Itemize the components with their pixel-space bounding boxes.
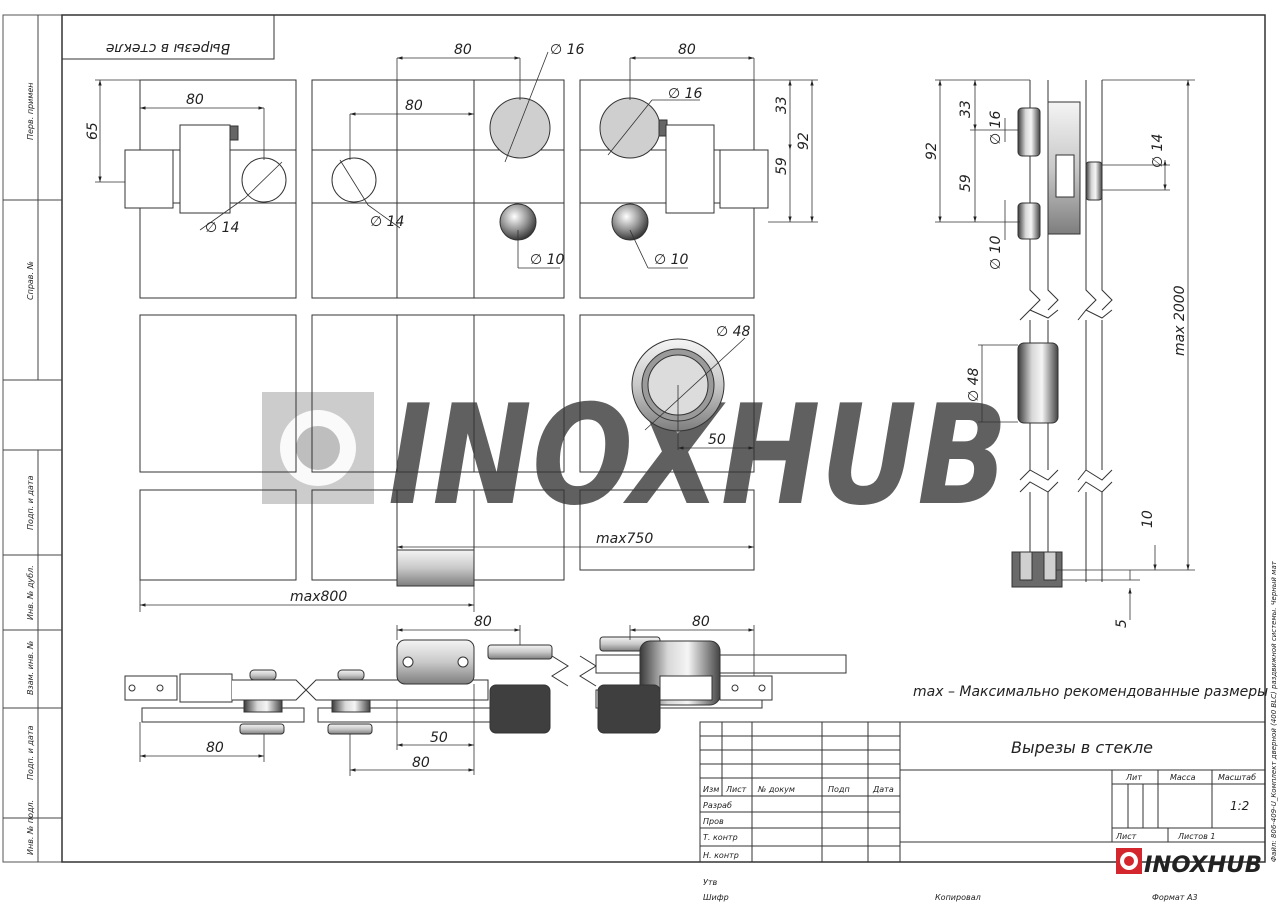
dim-max800: max800	[290, 589, 347, 605]
file-caption: Файл: 806-409-U_Комплект дверной (400 BL…	[1270, 560, 1278, 862]
dim-d10-b: ∅ 10	[654, 252, 689, 268]
dim-50-plan: 50	[430, 730, 448, 746]
dim-80-plan-d: 80	[412, 755, 430, 771]
dim-80-b: 80	[405, 98, 423, 114]
dim-92-side: 92	[924, 142, 940, 160]
dim-50-a: 50	[708, 432, 726, 448]
tb-lit-label: Лит	[1125, 773, 1142, 782]
title-block	[699, 721, 1266, 863]
tb-role-approve: Утв	[703, 878, 718, 887]
tb-role-check: Пров	[703, 817, 724, 826]
inoxhub-logo: INOXHUB	[1116, 848, 1262, 878]
tb-col-sign: Подп	[828, 785, 850, 794]
side-label-5: Взам. инв. №	[26, 641, 35, 695]
side-label-6: Подп. и дата	[26, 725, 35, 780]
tb-title: Вырезы в стекле	[1011, 738, 1153, 757]
dim-80-a: 80	[186, 92, 204, 108]
tb-role-tcontrol: Т. контр	[703, 833, 738, 842]
dim-d16-a: ∅ 16	[550, 42, 585, 58]
footer-format: Формат А3	[1152, 893, 1198, 902]
dim-d14-side: ∅ 14	[1150, 134, 1166, 168]
tb-mass-label: Масса	[1170, 773, 1196, 782]
dim-80-d: 80	[678, 42, 696, 58]
side-label-4: Инв. № дубл.	[26, 565, 35, 620]
dim-10-side: 10	[1140, 510, 1156, 528]
tb-col-izm: Изм	[703, 785, 719, 794]
dim-d16-b: ∅ 16	[668, 86, 703, 102]
dim-59-top: 59	[774, 157, 790, 175]
dim-65: 65	[85, 122, 101, 140]
dim-80-plan-c: 80	[206, 740, 224, 756]
tb-sheet-label: Лист	[1115, 832, 1137, 841]
tb-role-develop: Разраб	[703, 801, 732, 810]
mirrored-sheet-title: Вырезы в стекле	[106, 40, 230, 56]
dim-59-side: 59	[958, 174, 974, 192]
dim-33-top: 33	[774, 96, 790, 114]
plan-view	[124, 636, 847, 735]
dim-33-side: 33	[958, 100, 974, 118]
dim-max2000: max 2000	[1172, 285, 1188, 356]
dim-d16-side: ∅ 16	[988, 110, 1004, 145]
dim-80-c: 80	[454, 42, 472, 58]
side-column	[3, 15, 62, 862]
side-label-1: Перв. примен	[26, 82, 35, 140]
tb-col-list: Лист	[725, 785, 747, 794]
side-label-7: Инв. № подл.	[26, 800, 35, 855]
dim-92-top: 92	[796, 132, 812, 150]
footer-cipher: Шифр	[703, 893, 729, 902]
tb-sheets-label: Листов 1	[1177, 832, 1216, 841]
dim-d10-side: ∅ 10	[988, 235, 1004, 270]
dim-d10-a: ∅ 10	[530, 252, 565, 268]
tb-scale-value: 1:2	[1230, 799, 1249, 813]
tb-scale-label: Масштаб	[1218, 773, 1256, 782]
dim-max750: max750	[596, 531, 653, 547]
logo-text: INOXHUB	[1144, 853, 1262, 878]
side-label-3: Подп. и дата	[26, 475, 35, 530]
max-note: max – Максимально рекомендованные размер…	[913, 684, 1268, 700]
dim-d14-a: ∅ 14	[205, 220, 239, 236]
footer-copied: Копировал	[935, 893, 981, 902]
dim-d48-side: ∅ 48	[966, 367, 982, 402]
dim-80-plan-a: 80	[474, 614, 492, 630]
tb-role-ncontrol: Н. контр	[703, 851, 739, 860]
dim-d48-a: ∅ 48	[716, 324, 751, 340]
tb-col-doc: № докум	[757, 785, 795, 794]
dim-80-plan-b: 80	[692, 614, 710, 630]
tb-col-date: Дата	[872, 785, 894, 794]
side-label-2: Справ. №	[26, 261, 35, 300]
dim-5-side: 5	[1114, 619, 1130, 628]
dim-d14-b: ∅ 14	[370, 214, 404, 230]
